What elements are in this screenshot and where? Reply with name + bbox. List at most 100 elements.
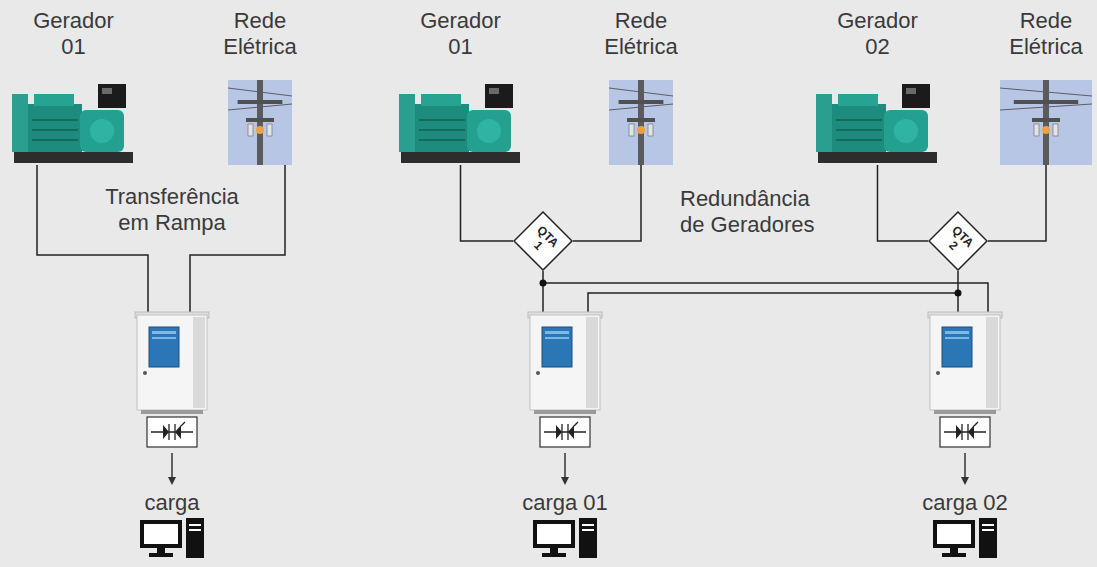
node-picture (525, 518, 605, 558)
generator-engine-top (838, 94, 878, 106)
generator-radiator (816, 94, 832, 152)
transfer-cabinet (528, 312, 602, 485)
generator-node: Gerador 02 (816, 8, 939, 165)
diamond-shape (929, 212, 987, 270)
bus-wire (588, 293, 958, 315)
generator-base (401, 152, 520, 163)
tower-slot (582, 529, 594, 531)
source-label: Gerador 01 (420, 8, 501, 61)
monitor-base (149, 553, 173, 557)
monitor-stand (550, 548, 558, 553)
pole (1043, 80, 1049, 165)
generator-panel-screen (489, 88, 499, 94)
lamp-glow (1042, 126, 1050, 134)
node-picture (399, 80, 522, 165)
lamp-glow (637, 126, 645, 134)
feed-connector (988, 165, 1046, 241)
generator-picture (816, 80, 939, 165)
source-label: Rede Elétrica (223, 8, 296, 61)
diamond-shape (514, 212, 572, 270)
node-picture (132, 518, 212, 558)
crossarm (627, 118, 655, 122)
source-label: Rede Elétrica (604, 8, 677, 61)
generator-panel-screen (906, 88, 916, 94)
monitor (533, 520, 575, 548)
monitor-screen (937, 524, 971, 544)
computer-icon (132, 518, 212, 558)
load-node: carga 02 (922, 490, 1008, 558)
generator-radiator (12, 94, 28, 152)
load-label: carga (144, 490, 199, 516)
generator-radiator (399, 94, 415, 152)
generator-picture (12, 80, 135, 165)
insulator (248, 124, 253, 136)
lamp-glow (256, 126, 264, 134)
node-picture (609, 80, 673, 165)
monitor (140, 520, 182, 548)
generator-picture (399, 80, 522, 165)
generator-panel (485, 84, 513, 108)
insulator (648, 124, 653, 136)
feed-connector (878, 165, 929, 241)
generator-node: Gerador 01 (399, 8, 522, 165)
grid-node: Rede Elétrica (604, 8, 678, 165)
tower-slot (982, 524, 994, 526)
node-picture (925, 518, 1005, 558)
bus-wire (542, 271, 544, 315)
generator-alternator (80, 110, 124, 152)
source-label: Gerador 01 (33, 8, 114, 61)
monitor-base (542, 553, 566, 557)
junction-dot (540, 280, 547, 287)
insulator (267, 124, 272, 136)
transfer-switch-diamond: QTA 2 (928, 211, 988, 271)
power-pole-picture (228, 80, 292, 165)
node-picture (12, 80, 135, 165)
sky (1000, 80, 1092, 165)
monitor-stand (157, 548, 165, 553)
node-picture (228, 80, 292, 165)
crossarm (238, 100, 283, 104)
crossarm (619, 100, 664, 104)
monitor-stand (950, 548, 958, 553)
pole (638, 80, 644, 165)
generator-engine (28, 104, 82, 152)
generator-ribs (836, 120, 882, 140)
generator-alternator (884, 110, 928, 152)
tower-slot (582, 524, 594, 526)
load-label: carga 01 (522, 490, 608, 516)
feed-connector (573, 165, 641, 241)
computer-tower (186, 518, 204, 558)
computer-tower (979, 518, 997, 558)
power-pole-picture (1000, 80, 1092, 165)
computer-tower (579, 518, 597, 558)
generator-engine (832, 104, 886, 152)
generator-engine-top (34, 94, 74, 106)
node-picture (816, 80, 939, 165)
grid-node: Rede Elétrica (223, 8, 297, 165)
generator-engine-top (421, 94, 461, 106)
sky (609, 80, 673, 165)
tower-slot (189, 529, 201, 531)
load-label: carga 02 (922, 490, 1008, 516)
source-label: Gerador 02 (837, 8, 918, 61)
generator-node: Gerador 01 (12, 8, 135, 165)
monitor-screen (144, 524, 178, 544)
generator-ribs (32, 120, 78, 140)
monitor (933, 520, 975, 548)
generator-engine (415, 104, 469, 152)
crossarm (246, 118, 274, 122)
generator-alternator (467, 110, 511, 152)
grid-node: Rede Elétrica (1000, 8, 1092, 165)
insulator (1034, 124, 1039, 136)
load-node: carga (132, 490, 212, 558)
generator-base (818, 152, 937, 163)
monitor-screen (537, 524, 571, 544)
generator-ribs (419, 120, 465, 140)
insulator (629, 124, 634, 136)
sky (228, 80, 292, 165)
generator-cover (894, 119, 918, 143)
node-picture (1000, 80, 1092, 165)
